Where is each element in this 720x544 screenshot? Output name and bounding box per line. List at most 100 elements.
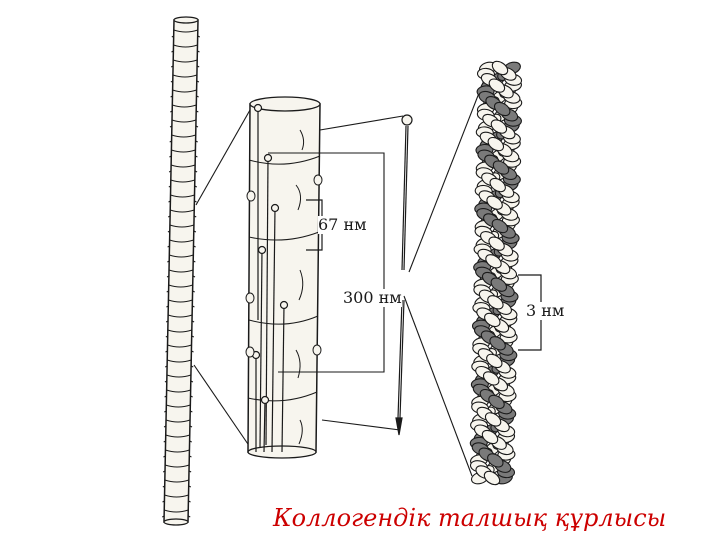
fibril-band (164, 479, 189, 483)
fibril-band (168, 284, 193, 288)
helix-bead-chain-2 (493, 101, 511, 117)
fibril-band (168, 299, 193, 303)
fibril-band (172, 89, 197, 93)
fibril-notch (171, 35, 201, 38)
helix-bead-chain-1 (483, 470, 501, 486)
fibril-segment (245, 96, 323, 459)
zoom-lines-helix (403, 69, 489, 477)
fibril-notch (169, 125, 199, 128)
fibril-notch (168, 170, 198, 173)
fibril-notch (168, 185, 198, 188)
fibril-band (170, 209, 195, 213)
fibril-band (165, 449, 190, 453)
fibril-band (167, 314, 193, 318)
fibril-notch (162, 470, 192, 473)
fibril-band (167, 329, 192, 333)
helix-bead-chain-2 (490, 277, 508, 292)
helix-bead-chain-1 (486, 353, 503, 369)
collagen-molecule (395, 114, 413, 436)
fibril-notch (163, 425, 193, 428)
fibril-band (173, 29, 198, 33)
fibril-band (171, 134, 196, 138)
helix-bead-chain-3 (484, 312, 501, 328)
fibril-bands (162, 29, 201, 518)
fibril-band (166, 389, 191, 393)
fibril-notch (165, 365, 194, 368)
fibril-band (167, 359, 192, 363)
helix-bead-chain-2 (487, 453, 504, 468)
fibril-notch (171, 50, 200, 53)
fibril-band (173, 59, 198, 63)
fibril-band (169, 239, 194, 243)
fibril-notch (164, 395, 193, 398)
fibril-notch (170, 65, 200, 68)
fibril-notch (169, 155, 198, 158)
helix-bead-chain-1 (490, 119, 508, 134)
fibril-notch (164, 380, 194, 383)
helix-bead-chain-3 (485, 254, 502, 269)
fibril-band (169, 254, 194, 258)
fibril-band (170, 194, 195, 198)
fibril-notch (167, 215, 197, 218)
molecule-length-label: 300 нм (343, 288, 402, 307)
fibril-notch (170, 80, 200, 83)
fibril-notch (163, 455, 192, 458)
fibril-notch (170, 95, 199, 98)
helix-bead-chain-1 (484, 412, 502, 427)
zoom-lines-molecule (319, 115, 404, 431)
fibril-notch (162, 500, 191, 503)
fibril-notch (163, 440, 192, 443)
fibril-band (167, 344, 192, 348)
fibril-band (165, 419, 191, 423)
helix-bead-chain-3 (482, 371, 500, 386)
fibril-band (172, 74, 198, 78)
fibril-notch (165, 335, 195, 338)
fibril-notch (167, 245, 196, 248)
fibril-band (171, 149, 196, 153)
fibril-notch (162, 485, 192, 488)
fibril-band (164, 509, 189, 513)
collagen-fibril (162, 16, 201, 526)
fibril-band (166, 374, 192, 378)
fibril-notch (164, 410, 193, 413)
helix-bead-chain-3 (488, 78, 506, 93)
fibril-band (164, 494, 189, 498)
helix-bead-chain-2 (491, 218, 509, 234)
helix-diameter-label: 3 нм (526, 301, 565, 320)
helix-bead-chain-2 (492, 160, 510, 175)
helix-bead-chain-2 (489, 336, 506, 351)
figure-caption: Коллогендік талшық құрлысы (273, 504, 667, 532)
helix-bead-chain-1 (489, 177, 506, 193)
length-bracket (268, 152, 385, 373)
fibril-notch (169, 140, 198, 143)
fibril-notch (166, 305, 195, 308)
helix-bead-chain-1 (488, 236, 505, 251)
fibril-band (171, 119, 197, 123)
fibril-band (168, 269, 194, 273)
fibril-notch (166, 290, 195, 293)
fibril-band (170, 164, 196, 168)
surface-bumps (245, 174, 323, 358)
fibril-band (170, 179, 195, 183)
fibril-band (164, 464, 190, 468)
fibril-band (172, 104, 197, 108)
helix-bead-chain-3 (486, 195, 503, 210)
zoom-lines-fibril (193, 109, 253, 451)
fibril-notch (165, 320, 195, 323)
helix-bead-chain-3 (487, 136, 505, 152)
fibril-band (166, 404, 191, 408)
fibril-notch (167, 230, 197, 233)
triple-helix (469, 60, 523, 486)
period-label: 67 нм (318, 215, 367, 234)
fibril-notch (168, 200, 197, 203)
fibril-band (165, 434, 190, 438)
helix-bead-chain-2 (488, 394, 505, 410)
fibril-notch (162, 515, 191, 518)
helix-bead-chain-1 (491, 60, 509, 76)
fibril-notch (165, 350, 194, 353)
fibril-band (173, 44, 198, 48)
fibril-notch (170, 110, 199, 113)
helix-bead-chain-3 (481, 429, 499, 445)
